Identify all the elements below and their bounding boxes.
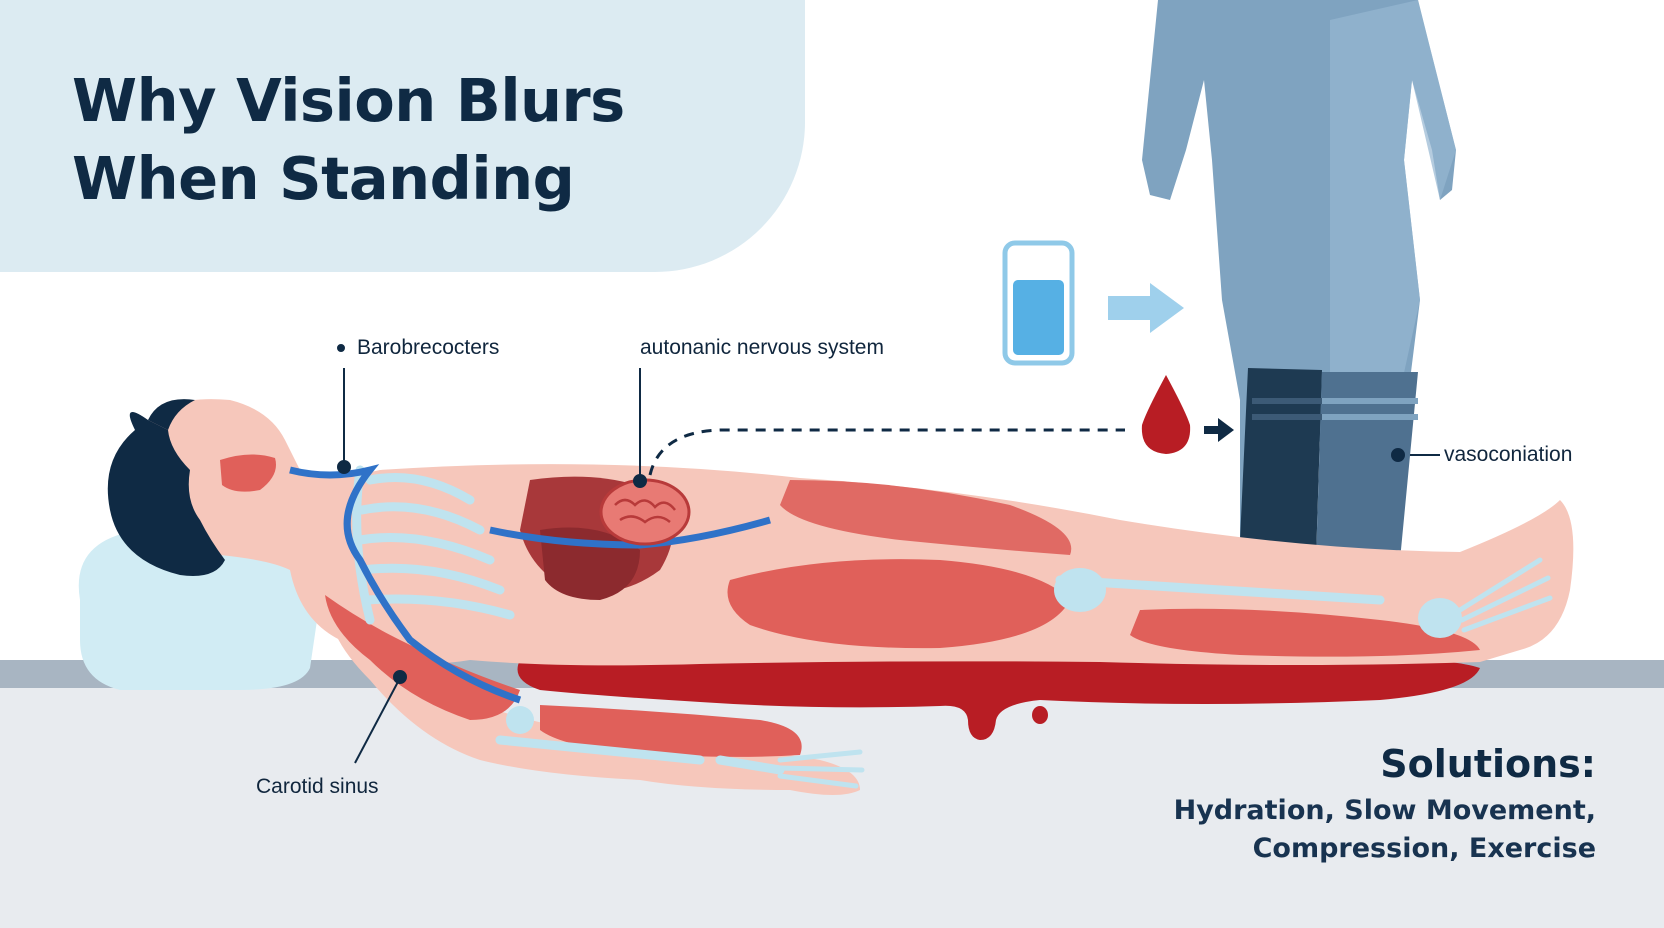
pillow (78, 530, 322, 690)
label-carotid-sinus: Carotid sinus (256, 775, 379, 798)
lying-body (107, 399, 1574, 795)
dashed-connector (648, 428, 1125, 476)
page-title: Why Vision Blurs When Standing (72, 62, 772, 218)
title-line-2: When Standing (72, 144, 575, 213)
title-line-1: Why Vision Blurs (72, 66, 625, 135)
blood-drop-icon (1141, 375, 1191, 454)
solutions-heading: Solutions: (1380, 742, 1596, 786)
small-arrow-icon (1204, 418, 1234, 442)
solutions-block: Solutions: Hydration, Slow Movement, Com… (1174, 740, 1596, 868)
label-barobrecocters: Barobrecocters (357, 336, 500, 359)
water-glass-icon (1002, 240, 1075, 366)
solutions-line-1: Hydration, Slow Movement, (1173, 795, 1596, 826)
solutions-list: Hydration, Slow Movement, Compression, E… (1174, 792, 1596, 868)
blood-pool (517, 646, 1480, 740)
standing-figure (1142, 0, 1456, 622)
brain-organ (599, 478, 691, 546)
floor (0, 686, 1664, 928)
solutions-line-2: Compression, Exercise (1252, 833, 1596, 864)
arrow-right-icon (1108, 283, 1184, 333)
label-autonomic-nervous-system: autonanic nervous system (640, 336, 884, 359)
title-panel (0, 0, 805, 272)
left-sock (1180, 368, 1322, 590)
label-vasoconiation: vasoconiation (1444, 443, 1573, 466)
